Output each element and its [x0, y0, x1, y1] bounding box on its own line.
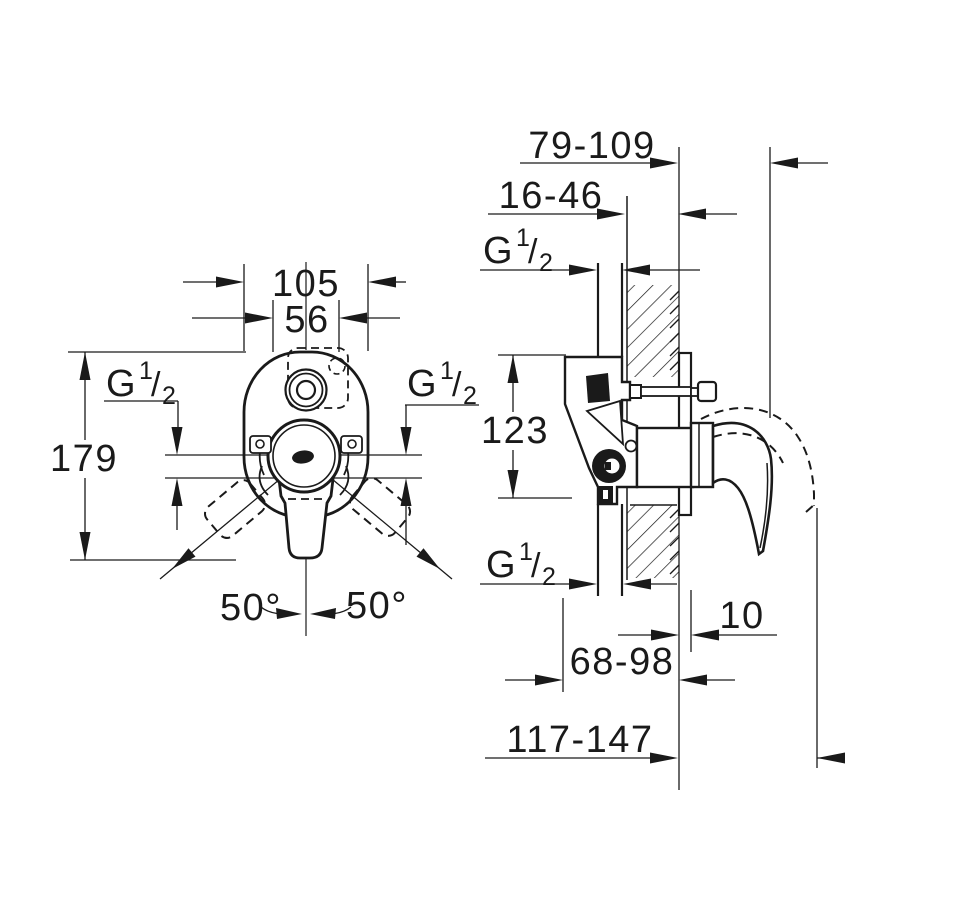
front-thread-right-leader [400, 404, 479, 545]
side-dim-123 [498, 354, 572, 499]
side-dim-123-label: 123 [481, 410, 549, 452]
side-dim-16-46 [488, 208, 737, 220]
side-dim-68-98-label: 68-98 [570, 641, 675, 683]
side-dim-10-label: 10 [719, 595, 764, 637]
side-dim-16-46-label: 16-46 [499, 175, 604, 217]
labels: 105 56 179 50° 50° G 1 / 2 G 1 / 2 79-10… [50, 125, 764, 761]
diverter-knob [690, 380, 718, 403]
cartridge-housing [635, 426, 695, 489]
front-dim-56-label: 56 [284, 299, 329, 341]
front-diverter-port [284, 368, 328, 412]
front-dim-179-label: 179 [50, 438, 118, 480]
side-dim-68-98 [505, 674, 735, 686]
side-dim-79-109 [520, 157, 828, 169]
valve-body [563, 355, 639, 506]
side-thread-bottom-dim [480, 578, 677, 590]
front-angle-right-label: 50° [346, 585, 408, 627]
side-dim-117-147 [485, 752, 845, 764]
front-view [68, 262, 479, 636]
wall-section [626, 196, 680, 580]
front-dim-105 [183, 264, 406, 351]
side-thread-top-dim [480, 264, 700, 276]
side-view [480, 147, 845, 790]
front-angle-left-label: 50° [220, 587, 282, 629]
front-dim-56 [192, 300, 400, 352]
side-thread-bottom-label: G 1 / 2 [486, 538, 556, 591]
side-dim-79-109-label: 79-109 [528, 125, 655, 167]
front-thread-left-leader [104, 400, 183, 530]
supply-pipe [596, 263, 624, 596]
side-lever-handle-raised [700, 407, 816, 513]
front-dim-105-label: 105 [272, 263, 340, 305]
front-thread-right-label: G 1 / 2 [407, 357, 477, 410]
front-thread-left-label: G 1 / 2 [106, 357, 176, 410]
side-thread-top-label: G 1 / 2 [483, 224, 553, 277]
side-dim-117-147-label: 117-147 [506, 719, 653, 761]
side-lever-handle [711, 421, 774, 557]
fixing-bolt [629, 384, 692, 399]
front-dim-179 [68, 351, 246, 561]
handle-hub [689, 421, 715, 489]
side-dim-10 [618, 629, 777, 641]
